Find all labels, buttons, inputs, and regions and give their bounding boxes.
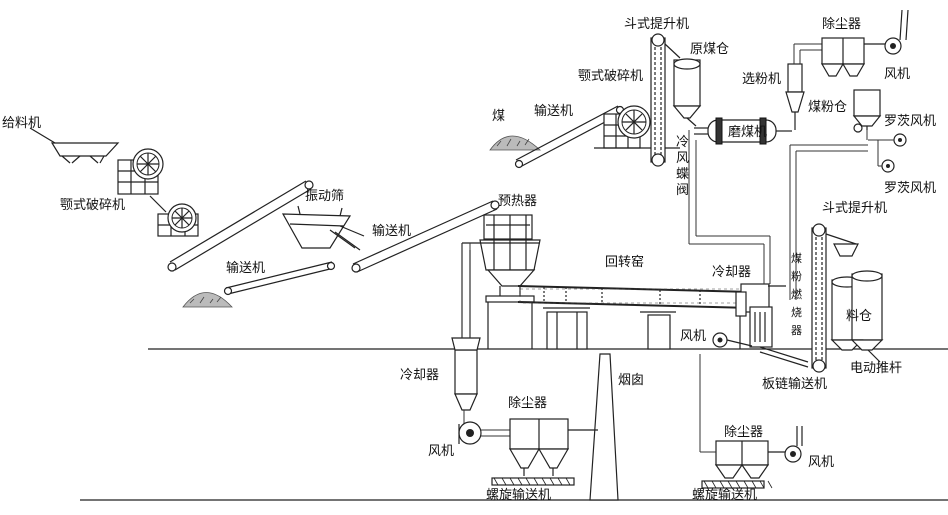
label-cold-air-valve-4: 阀 [676,183,689,198]
label-jaw-crusher-left: 颚式破碎机 [60,198,125,213]
vibrating-screen [281,205,365,251]
label-screw-conveyor-left: 螺旋输送机 [486,487,551,503]
coal-powder-pipeline [789,144,868,300]
label-fan-left: 风机 [428,444,454,459]
feeder [29,127,120,164]
raw-coal-bin [672,58,702,127]
label-roots-blower-2: 罗茨风机 [884,181,936,196]
label-cold-air-valve-2: 风 [676,151,689,166]
coal-stockpile [489,135,542,151]
label-chimney: 烟囱 [618,373,644,388]
label-burner-4: 烧 [791,306,802,319]
stockpile-left [182,292,233,308]
cooler-bottom [451,243,481,424]
roots-blower-1-icon [868,133,907,147]
chimney [589,353,619,501]
label-rotary-kiln: 回转窑 [605,254,644,270]
label-fan-cooler: 风机 [680,329,706,344]
jaw-crusher-left-upper [117,148,164,195]
screw-conveyor-right [701,480,773,489]
jaw-crusher-left-lower [149,195,199,237]
label-bucket-elevator-top: 斗式提升机 [624,16,689,32]
label-coal: 煤 [492,109,505,124]
label-dust-collector-right: 除尘器 [724,425,763,440]
label-powder-separator: 选粉机 [742,72,781,87]
label-plate-chain-conveyor: 板链输送机 [762,376,827,392]
preheater [461,214,541,349]
coal-mill [694,117,792,145]
conveyor-1 [167,180,314,272]
label-material-bin: 料仓 [846,309,872,324]
label-cooler-kiln: 冷却器 [712,265,751,280]
roots-blower-2-icon [877,140,895,173]
fan-right-icon [784,426,803,463]
label-burner-3: 燃 [791,287,802,301]
fan-cooler-icon [712,332,753,348]
label-screw-conveyor-right: 螺旋输送机 [692,487,757,503]
label-cooler-bottom: 冷却器 [400,368,439,383]
label-fan-top: 风机 [884,67,910,82]
label-burner-1: 煤 [791,252,802,265]
bucket-elevator-top [650,33,681,167]
label-dust-collector-top: 除尘器 [822,17,861,32]
label-conveyor-2: 输送机 [372,223,411,239]
label-pulverized-coal-bin: 煤粉仓 [808,100,847,115]
pulverized-coal-bin [852,89,882,140]
dust-collector-right [699,354,786,479]
label-electric-actuator: 电动推杆 [850,361,902,376]
kiln-support-1 [543,307,590,350]
label-jaw-crusher-coal: 颚式破碎机 [578,69,643,84]
plate-chain-conveyor [759,346,809,368]
label-burner-2: 粉 [791,270,802,283]
label-raw-coal-bin: 原煤仓 [690,42,729,57]
material-bin [830,270,884,363]
bucket-elevator-right [811,223,859,373]
label-burner-5: 器 [791,324,802,337]
powder-separator [785,43,822,130]
jaw-crusher-coal [594,105,680,149]
label-fan-right: 风机 [808,455,834,470]
label-conveyor-coal: 输送机 [534,103,573,119]
label-conveyor-1: 输送机 [226,260,265,276]
cold-air-pipeline [688,130,771,284]
label-dust-collector-left: 除尘器 [508,396,547,411]
label-bucket-elevator-right: 斗式提升机 [822,200,887,216]
label-cold-air-valve-3: 蝶 [676,167,689,182]
conveyor-3 [351,200,500,273]
label-vibrating-screen: 振动筛 [305,189,344,204]
label-cold-air-valve-1: 冷 [676,135,689,150]
fan-top-icon [884,9,909,55]
fan-left-icon [458,421,512,445]
label-roots-blower-1: 罗茨风机 [884,114,936,129]
conveyor-2 [223,261,336,296]
kiln-head-cooler [735,283,786,349]
label-feeder: 给料机 [2,116,41,131]
dust-collector-top [820,37,886,77]
label-coal-mill: 磨煤机 [728,125,767,140]
screw-conveyor-left [491,477,575,486]
rotary-kiln [517,285,753,309]
kiln-support-2 [640,311,676,350]
label-preheater: 预热器 [498,194,537,209]
dust-collector-left [508,418,598,476]
